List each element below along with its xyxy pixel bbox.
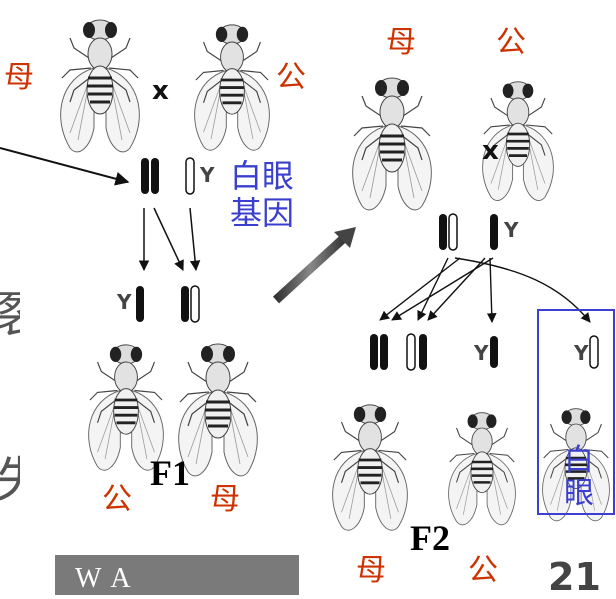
f1-male-chromosomes: [136, 286, 144, 322]
genetics-diagram: [0, 0, 616, 586]
left-edge-text-2: 失: [0, 440, 20, 510]
f2-generation-label: F2: [410, 520, 450, 556]
f1-cross-male-y-label: Y: [504, 220, 518, 240]
f2-female-fly: [333, 405, 408, 530]
white-eye-gene-label-line1: 白眼: [230, 160, 294, 192]
white-eye-label: 白 眼: [561, 444, 597, 510]
p-male-fly: [195, 25, 270, 150]
footer-banner: W A: [55, 555, 299, 595]
f1-male-label: 公: [102, 485, 132, 515]
f1-female-label: 母: [210, 485, 240, 515]
f1-cross-male-label: 公: [496, 28, 526, 58]
p-male-chromosomes: [186, 158, 194, 194]
f1-female-fly: [179, 344, 258, 476]
f2-female-label: 母: [356, 556, 386, 586]
white-eye-gene-label-line2: 基因: [230, 197, 294, 229]
f2-male-label: 公: [468, 556, 498, 586]
big-transition-arrow: [276, 227, 356, 300]
white-eye-label-line1: 白: [561, 444, 597, 477]
white-eye-label-line2: 眼: [561, 477, 597, 510]
f1-cross-female-label: 母: [386, 28, 416, 58]
f1-cross-female-chromosomes: [439, 214, 457, 250]
f2-male-fly: [449, 413, 516, 525]
f1-male-fly: [89, 345, 164, 470]
f1-generation-label: F1: [150, 455, 190, 491]
f1-cross-sign: x: [482, 138, 499, 164]
left-edge-text-1: 裂: [0, 275, 20, 345]
f2-male-y-label: Y: [474, 343, 488, 363]
pointer-arrow: [0, 148, 128, 182]
p-male-y-label: Y: [200, 165, 214, 185]
p-female-label: 母: [4, 63, 34, 93]
p-female-chromosomes: [141, 158, 159, 194]
f1-cross-male-chromosomes: [490, 214, 498, 250]
f1-male-y-label: Y: [117, 292, 131, 312]
p-male-label: 公: [276, 63, 306, 93]
f1-female-chromosomes: [181, 286, 199, 322]
p-female-fly: [61, 20, 140, 152]
page-number: 21: [548, 555, 601, 599]
f1-cross-female-fly: [353, 78, 432, 210]
p-cross-sign: x: [152, 78, 169, 104]
